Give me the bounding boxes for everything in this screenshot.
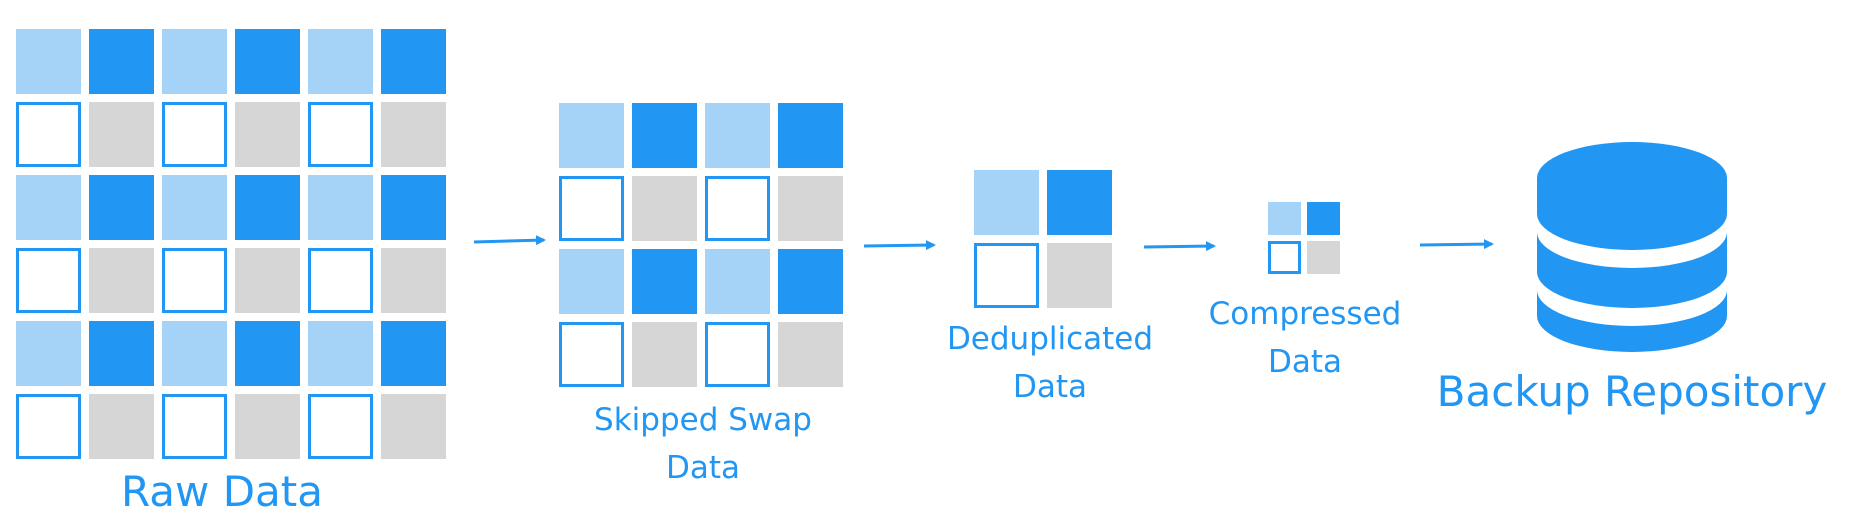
skipped-tile-white-fill bbox=[705, 322, 770, 387]
raw-tile-blue bbox=[89, 321, 154, 386]
raw-tile-white-fill bbox=[162, 248, 227, 313]
skipped-tile-gray bbox=[778, 322, 843, 387]
raw-tile-blue bbox=[235, 321, 300, 386]
raw-tile-gray bbox=[381, 102, 446, 167]
flow-arrow-1 bbox=[473, 235, 546, 246]
skipped-swap-label-line1: Skipped Swap bbox=[594, 402, 812, 438]
raw-tile-white-fill bbox=[16, 102, 81, 167]
skipped-swap-data-grid bbox=[559, 103, 843, 387]
raw-tile-blue bbox=[89, 29, 154, 94]
compressed-label-line2: Data bbox=[1268, 344, 1342, 380]
raw-tile-white-fill bbox=[16, 248, 81, 313]
flow-arrow-3 bbox=[1143, 241, 1216, 252]
skipped-tile-blue bbox=[778, 103, 843, 168]
raw-tile-white-fill bbox=[308, 248, 373, 313]
skipped-tile-white-fill bbox=[559, 176, 624, 241]
dedup-tile-light-blue bbox=[974, 170, 1039, 235]
raw-tile-white-fill bbox=[162, 102, 227, 167]
raw-tile-light-blue bbox=[16, 321, 81, 386]
compressed-data-grid bbox=[1268, 202, 1340, 274]
raw-tile-light-blue bbox=[16, 175, 81, 240]
raw-tile-blue bbox=[381, 321, 446, 386]
raw-tile-light-blue bbox=[162, 321, 227, 386]
skipped-tile-light-blue bbox=[705, 249, 770, 314]
raw-tile-gray bbox=[235, 102, 300, 167]
raw-tile-gray bbox=[89, 102, 154, 167]
raw-tile-white-fill bbox=[308, 394, 373, 459]
raw-tile-white-fill bbox=[308, 102, 373, 167]
raw-tile-gray bbox=[381, 248, 446, 313]
skipped-tile-light-blue bbox=[559, 249, 624, 314]
skipped-tile-light-blue bbox=[559, 103, 624, 168]
skipped-tile-gray bbox=[778, 176, 843, 241]
raw-tile-white-fill bbox=[162, 394, 227, 459]
raw-tile-gray bbox=[89, 248, 154, 313]
deduplicated-data-grid bbox=[974, 170, 1112, 308]
skipped-tile-blue bbox=[632, 103, 697, 168]
dedup-tile-blue bbox=[1047, 170, 1112, 235]
raw-tile-light-blue bbox=[308, 29, 373, 94]
flow-arrow-4 bbox=[1419, 239, 1494, 250]
skipped-tile-gray bbox=[632, 322, 697, 387]
raw-data-label: Raw Data bbox=[121, 467, 323, 516]
raw-tile-blue bbox=[89, 175, 154, 240]
raw-tile-blue bbox=[381, 175, 446, 240]
raw-tile-gray bbox=[89, 394, 154, 459]
compressed-tile-blue bbox=[1307, 202, 1340, 235]
flow-arrow-2 bbox=[863, 240, 936, 251]
backup-repository-label: Backup Repository bbox=[1437, 367, 1828, 416]
skipped-tile-gray bbox=[632, 176, 697, 241]
raw-tile-light-blue bbox=[162, 175, 227, 240]
compressed-label-line1: Compressed bbox=[1209, 296, 1402, 332]
raw-tile-gray bbox=[235, 248, 300, 313]
raw-tile-blue bbox=[235, 175, 300, 240]
dedup-tile-white-fill bbox=[974, 243, 1039, 308]
raw-tile-light-blue bbox=[16, 29, 81, 94]
compressed-tile-light-blue bbox=[1268, 202, 1301, 235]
dedup-tile-gray bbox=[1047, 243, 1112, 308]
skipped-tile-white-fill bbox=[559, 322, 624, 387]
skipped-tile-white-fill bbox=[705, 176, 770, 241]
skipped-tile-blue bbox=[778, 249, 843, 314]
skipped-tile-light-blue bbox=[705, 103, 770, 168]
raw-tile-light-blue bbox=[162, 29, 227, 94]
compressed-tile-gray bbox=[1307, 241, 1340, 274]
raw-tile-blue bbox=[235, 29, 300, 94]
raw-data-grid bbox=[16, 29, 446, 459]
deduplicated-label-line1: Deduplicated bbox=[947, 321, 1153, 357]
skipped-swap-label-line2: Data bbox=[666, 450, 740, 486]
raw-tile-white-fill bbox=[16, 394, 81, 459]
raw-tile-light-blue bbox=[308, 175, 373, 240]
deduplicated-label-line2: Data bbox=[1013, 369, 1087, 405]
database-icon bbox=[1537, 142, 1727, 352]
raw-tile-light-blue bbox=[308, 321, 373, 386]
raw-tile-gray bbox=[235, 394, 300, 459]
skipped-tile-blue bbox=[632, 249, 697, 314]
raw-tile-gray bbox=[381, 394, 446, 459]
compressed-tile-white-fill bbox=[1268, 241, 1301, 274]
raw-tile-blue bbox=[381, 29, 446, 94]
